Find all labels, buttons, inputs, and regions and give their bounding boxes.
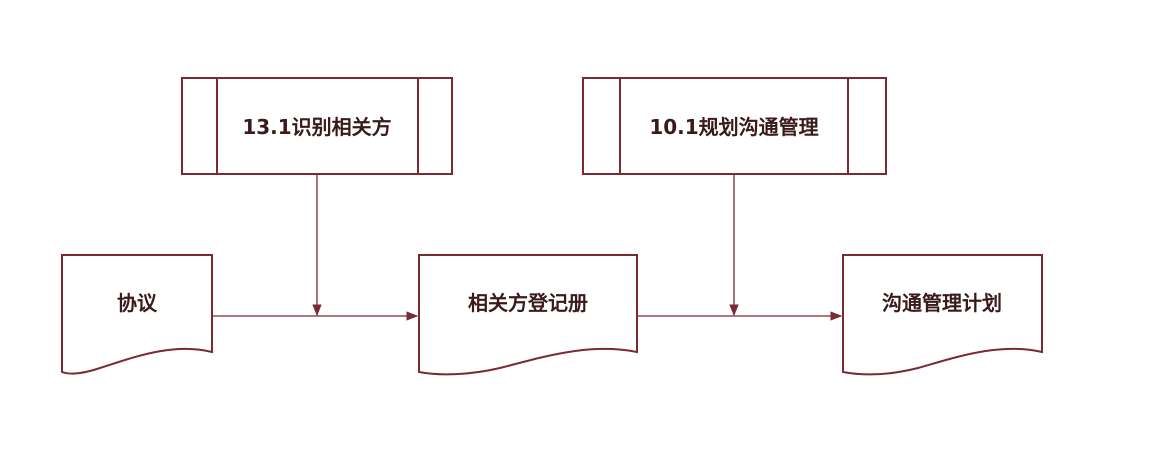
document-stakeholder-register: 相关方登记册 [418,254,638,376]
process-label: 10.1规划沟通管理 [649,115,818,139]
document-label: 相关方登记册 [468,291,588,315]
document-communications-plan: 沟通管理计划 [842,254,1043,376]
document-label: 协议 [117,291,158,315]
document-label: 沟通管理计划 [882,291,1002,315]
process-label: 13.1识别相关方 [242,115,391,139]
process-plan-communications: 10.1规划沟通管理 [582,77,887,175]
document-agreements: 协议 [61,254,213,375]
process-identify-stakeholders: 13.1识别相关方 [181,77,453,175]
